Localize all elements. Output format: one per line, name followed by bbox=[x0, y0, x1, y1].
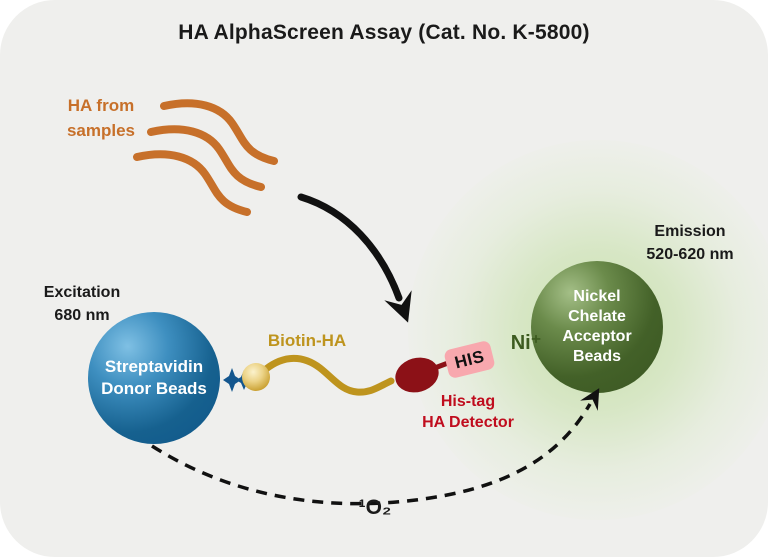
excitation-label: Excitation 680 nm bbox=[28, 281, 136, 327]
emission-label-line2: 520-620 nm bbox=[646, 246, 734, 263]
donor-bead-label: Streptavidin Donor Beads bbox=[101, 356, 207, 400]
acceptor-bead-label-line2: Chelate bbox=[568, 308, 626, 325]
acceptor-bead-label-line4: Beads bbox=[572, 348, 621, 365]
ha-strand-wave-1 bbox=[160, 99, 278, 165]
acceptor-bead-label: Nickel Chelate Acceptor Beads bbox=[562, 287, 631, 367]
nickel-chelate-acceptor-bead: Nickel Chelate Acceptor Beads bbox=[531, 261, 663, 393]
diagram-title: HA AlphaScreen Assay (Cat. No. K-5800) bbox=[178, 21, 590, 44]
detector-label-line2: HA Detector bbox=[422, 414, 514, 431]
acceptor-bead-label-line1: Nickel bbox=[573, 288, 621, 305]
excitation-label-line2: 680 nm bbox=[54, 307, 110, 324]
ha-samples-label-line1: HA from bbox=[67, 96, 135, 115]
excitation-label-line1: Excitation bbox=[43, 284, 121, 301]
biotin-molecule bbox=[242, 363, 270, 391]
ha-strand-waves bbox=[133, 99, 278, 216]
ha-samples-label-line2: samples bbox=[66, 121, 136, 140]
donor-bead-label-line2: Donor Beads bbox=[101, 379, 207, 398]
singlet-oxygen-label: ¹O₂ bbox=[358, 496, 392, 519]
donor-bead-label-line1: Streptavidin bbox=[104, 357, 204, 376]
detector-label: His-tag HA Detector bbox=[410, 391, 526, 433]
biotin-ha-strand bbox=[262, 354, 395, 396]
streptavidin-donor-bead: Streptavidin Donor Beads bbox=[88, 312, 220, 444]
ha-strand-wave-2 bbox=[147, 125, 265, 191]
his-tag-label: HIS bbox=[452, 346, 487, 372]
detector-label-line1: His-tag bbox=[440, 393, 496, 410]
capture-arrow-icon bbox=[297, 193, 412, 323]
emission-label-line1: Emission bbox=[654, 223, 726, 240]
ha-strand-wave-3 bbox=[133, 150, 251, 216]
nickel-ion-label: Ni⁺ bbox=[510, 332, 542, 354]
ha-samples-label: HA from samples bbox=[52, 93, 150, 143]
emission-label: Emission 520-620 nm bbox=[626, 220, 754, 266]
biotin-ha-label: Biotin-HA bbox=[267, 331, 347, 350]
acceptor-bead-label-line3: Acceptor bbox=[562, 328, 632, 345]
